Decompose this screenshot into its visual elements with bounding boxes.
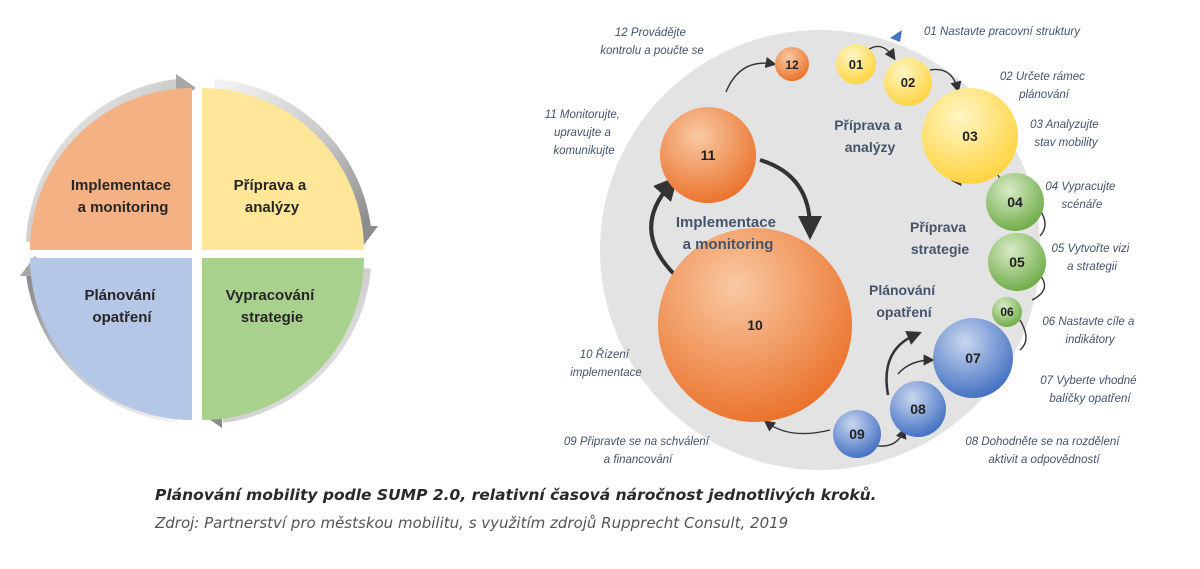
quadrant-label-planning: Plánování opatření: [84, 287, 159, 326]
step-circle-07: [933, 318, 1013, 398]
step-circle-02: [884, 58, 932, 106]
step-circle-08: [890, 381, 946, 437]
sump-steps-diagram: 10 11 12 01 02 03 04 05 06 07 08 09 Příp…: [545, 26, 1140, 470]
step-circle-03: [922, 88, 1018, 184]
step-numbers: 10 11 12 01 02 03 04 05 06 07 08 09: [701, 57, 1025, 442]
step-desc-02: 02 Určete rámec plánování: [1000, 71, 1088, 101]
step-number-11: 11: [701, 147, 716, 163]
step-descriptions: 01 Nastavte pracovní struktury 02 Určete…: [545, 26, 1140, 466]
step-desc-11: 11 Monitorujte, upravujte a komunikujte: [545, 109, 623, 157]
figure-caption-source: Zdroj: Partnerství pro městskou mobilitu…: [155, 514, 789, 532]
step-number-01: 01: [849, 57, 863, 72]
step-number-09: 09: [849, 426, 865, 442]
sump-quadrant-diagram: Implementace a monitoring Příprava a ana…: [20, 74, 378, 428]
step-desc-10: 10 Řízení implementace: [570, 348, 642, 379]
step-desc-05: 05 Vytvořte vizi a strategii: [1052, 243, 1133, 273]
step-circle-05: [988, 233, 1046, 291]
step-desc-09: 09 Připravte se na schválení a financová…: [564, 436, 712, 466]
step-desc-07: 07 Vyberte vhodné balíčky opatření: [1040, 375, 1140, 405]
planning-cycle-arrows: [885, 331, 922, 396]
step-number-03: 03: [962, 128, 978, 144]
quadrant-label-analysis: Příprava a analýzy: [234, 177, 311, 216]
step-circle-09: [833, 410, 881, 458]
step-desc-03: 03 Analyzujte stav mobility: [1030, 119, 1102, 149]
quadrant-label-implementation: Implementace a monitoring: [71, 177, 175, 216]
implementation-cycle-arrows: [649, 158, 822, 277]
quadrant-analysis: [202, 88, 364, 250]
step-number-12: 12: [785, 58, 799, 72]
phase-labels: Příprava a analýzy Příprava strategie Pl…: [676, 117, 970, 320]
step-desc-01: 01 Nastavte pracovní struktury: [924, 26, 1081, 38]
step-circle-11: [660, 107, 756, 203]
step-number-06: 06: [1000, 305, 1014, 319]
step-desc-06: 06 Nastavte cíle a indikátory: [1042, 316, 1137, 346]
phase-label-strategy: Příprava strategie: [910, 219, 970, 257]
phase-label-planning: Plánování opatření: [869, 282, 939, 320]
step-number-05: 05: [1009, 254, 1025, 270]
quadrant-label-strategy: Vypracování strategie: [226, 287, 319, 326]
step-desc-08: 08 Dohodněte se na rozdělení aktivit a o…: [965, 436, 1122, 466]
cycle-arrow-ring: [20, 74, 378, 428]
phase-label-implementation: Implementace a monitoring: [676, 214, 780, 253]
quadrant-strategy: [202, 258, 364, 420]
start-marker-icon: [890, 30, 902, 42]
step-circle-10: [658, 228, 852, 422]
quadrant-implementation: [30, 88, 192, 250]
step-desc-12: 12 Provádějte kontrolu a poučte se: [600, 27, 704, 57]
step-circle-01: [836, 44, 876, 84]
step-circles: [658, 44, 1046, 458]
step-number-02: 02: [901, 75, 915, 90]
step-number-04: 04: [1007, 194, 1023, 210]
step-circle-12: [775, 47, 809, 81]
step-number-08: 08: [910, 401, 926, 417]
quadrant-planning: [30, 258, 192, 420]
step-circle-04: [986, 173, 1044, 231]
step-circle-06: [992, 297, 1022, 327]
figure-caption-title: Plánování mobility podle SUMP 2.0, relat…: [155, 486, 877, 504]
step-number-10: 10: [747, 317, 763, 333]
step-desc-04: 04 Vypracujte scénáře: [1045, 181, 1118, 211]
phase-label-analysis: Příprava a analýzy: [834, 117, 906, 155]
step-number-07: 07: [965, 350, 981, 366]
